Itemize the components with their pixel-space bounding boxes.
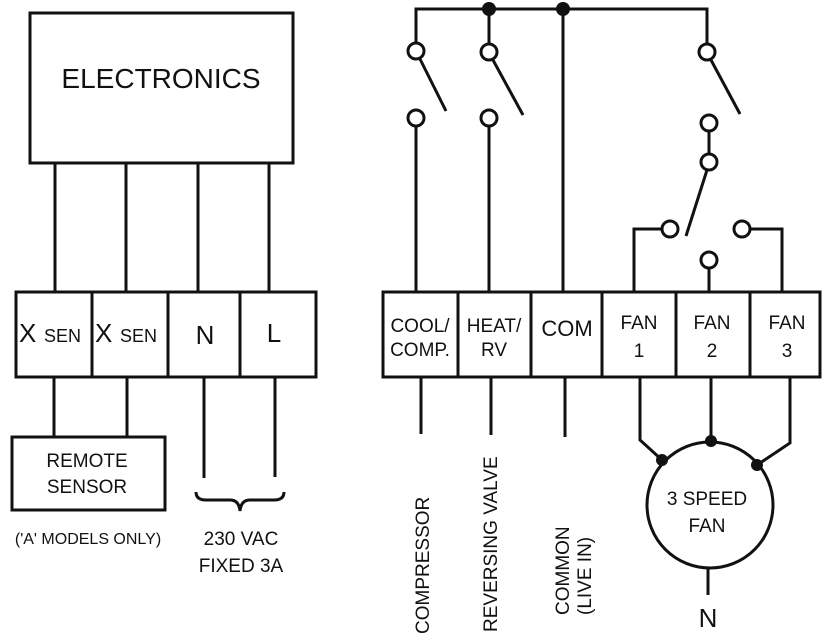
supply-line2: FIXED 3A	[199, 556, 284, 577]
junction-dot	[482, 2, 496, 16]
left-lower-wires	[52, 377, 277, 478]
switch-arm	[709, 59, 742, 115]
electronics-label: ELECTRONICS	[61, 63, 260, 94]
supply: 230 VAC FIXED 3A	[194, 491, 286, 577]
remote-sensor-line2: SENSOR	[47, 477, 127, 498]
cool-relay-switch	[406, 41, 448, 292]
terminal-com: COM	[541, 316, 592, 341]
contact-icon	[406, 108, 426, 128]
contact-icon	[699, 152, 719, 172]
fan-speed-selector	[632, 169, 784, 292]
terminal-fan1-line2: 1	[634, 341, 645, 362]
remote-sensor-box	[10, 435, 167, 512]
terminal-strip	[14, 290, 318, 379]
junction-dot	[656, 454, 668, 466]
contact-icon	[479, 42, 499, 62]
terminal-heat-line2: RV	[481, 340, 507, 361]
label-reversing-valve: REVERSING VALVE	[481, 456, 502, 632]
terminal-fan3-line1: FAN	[769, 313, 806, 334]
fan-relay-switch	[697, 42, 742, 172]
label-live-in: (LIVE IN)	[575, 537, 596, 615]
left-terminal-block: X SEN X SEN N L	[14, 290, 318, 379]
heat-relay-switch	[479, 42, 525, 292]
terminal-heat-line1: HEAT/	[467, 316, 522, 337]
fan-motor-line1: 3 SPEED	[667, 489, 747, 510]
contact-icon	[406, 41, 426, 61]
output-wires	[419, 377, 567, 437]
terminal-n: N	[196, 320, 215, 350]
contact-icon	[699, 113, 719, 133]
contact-icon	[699, 250, 719, 270]
switch-arm	[684, 169, 709, 237]
terminal-x-sen-1: X SEN	[19, 318, 81, 348]
live-bus	[414, 2, 709, 292]
terminal-fan3-line2: 3	[782, 341, 793, 362]
wire-fan-3	[750, 227, 784, 292]
label-common: COMMON	[553, 526, 574, 615]
terminal-x-sen-2: X SEN	[95, 318, 157, 348]
contact-icon	[732, 219, 752, 239]
terminal-fan2-line2: 2	[707, 341, 718, 362]
junction-dot	[556, 2, 570, 16]
terminal-main: X	[19, 318, 36, 348]
terminal-cool-line1: COOL/	[390, 316, 450, 337]
label-compressor: COMPRESSOR	[413, 497, 434, 634]
switch-arm	[491, 59, 525, 116]
terminal-l: L	[267, 318, 281, 348]
output-labels: COMPRESSOR REVERSING VALVE COMMON (LIVE …	[413, 456, 596, 634]
electronics-block: ELECTRONICS	[28, 11, 295, 165]
wire-speed-1	[638, 377, 664, 462]
terminal-cool-line2: COMP.	[390, 340, 450, 361]
contact-icon	[479, 108, 499, 128]
remote-sensor-line1: REMOTE	[46, 451, 127, 472]
electronics-box	[28, 11, 295, 165]
electronics-wires	[53, 163, 271, 292]
contact-icon	[697, 42, 717, 62]
curly-brace-icon	[194, 491, 286, 512]
remote-sensor-note: ('A' MODELS ONLY)	[15, 531, 161, 548]
terminal-fan1-line1: FAN	[621, 313, 658, 334]
contact-icon	[660, 219, 680, 239]
remote-sensor: REMOTE SENSOR ('A' MODELS ONLY)	[10, 435, 167, 548]
terminal-fan2-line1: FAN	[694, 313, 731, 334]
right-terminal-block: COOL/ COMP. HEAT/ RV COM FAN 1 FAN 2 FAN…	[381, 290, 822, 379]
terminal-sub: SEN	[120, 326, 157, 346]
wire-fan-1	[632, 227, 662, 292]
fan-neutral-label: N	[699, 603, 718, 633]
switch-arm	[418, 58, 448, 112]
junction-dot	[705, 435, 717, 447]
fan-motor-line2: FAN	[689, 516, 726, 537]
terminal-sub: SEN	[44, 326, 81, 346]
terminal-main: X	[95, 318, 112, 348]
wire-speed-3	[756, 377, 792, 467]
junction-dot	[751, 459, 763, 471]
supply-line1: 230 VAC	[204, 529, 279, 550]
fan-motor: 3 SPEED FAN N	[638, 377, 792, 633]
